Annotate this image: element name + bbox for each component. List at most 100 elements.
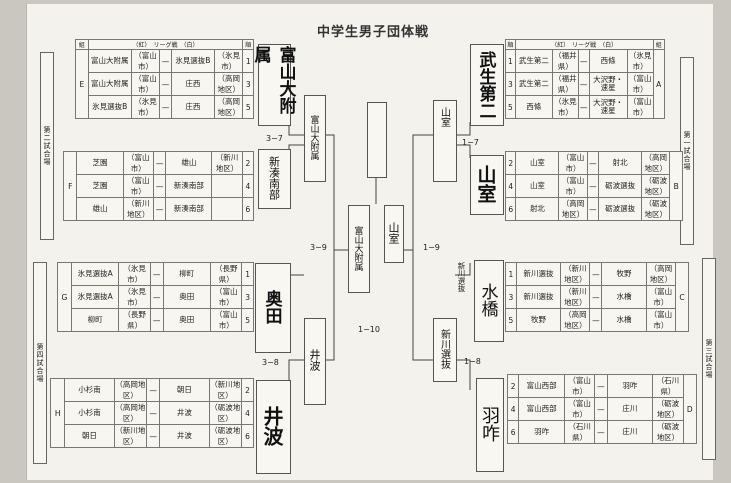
group-label: B: [669, 151, 683, 221]
match-order: 4: [241, 174, 255, 198]
team-red: 射北: [515, 197, 560, 221]
group-E-table: 組 （紅） リーグ戦 （白） 順 E 富山大附属 （富山市） — 氷見選抜B （…: [75, 39, 254, 119]
match-order: 2: [241, 151, 255, 175]
vs-dash: —: [589, 308, 603, 332]
team-red: 氷見選抜A: [70, 262, 120, 286]
winner-box-A: [470, 44, 504, 126]
team-white: 牧野: [601, 262, 647, 286]
team-white-pref: （新川地区）: [211, 151, 243, 175]
team-red: 朝日: [64, 424, 115, 448]
team-white-pref: （高岡地区）: [641, 151, 671, 175]
team-red: 武生第二: [514, 72, 554, 96]
match-order: 5: [242, 95, 254, 119]
quarter-box-ef: [304, 95, 326, 182]
team-white-pref: （砺波地区）: [652, 397, 684, 421]
team-white: 奥田: [162, 308, 212, 332]
quarter-box-ab: [433, 100, 457, 182]
vs-dash: —: [586, 151, 600, 175]
team-red-pref: （新川地区）: [113, 424, 148, 448]
match-order: 1: [505, 262, 517, 286]
match-order: 5: [241, 308, 254, 332]
vs-dash: —: [152, 174, 167, 198]
match-order: 1: [505, 49, 516, 73]
vs-dash: —: [152, 197, 167, 221]
team-red: 氷見選抜B: [87, 95, 132, 119]
team-white-pref: （砺波地区）: [208, 424, 242, 448]
vs-dash: —: [152, 151, 167, 175]
team-red-pref: （氷見市）: [118, 285, 151, 309]
semi-box-left: [348, 205, 370, 293]
team-red-pref: （富山市）: [122, 174, 154, 198]
vs-dash: —: [577, 72, 590, 96]
team-white-pref: （高岡地区）: [213, 95, 244, 119]
vs-dash: —: [159, 49, 172, 73]
team-red-pref: （富山市）: [564, 397, 596, 421]
team-red-pref: （高岡地区）: [560, 308, 591, 332]
winner-ab: 山室: [438, 107, 450, 127]
team-white-pref: （富山市）: [626, 72, 654, 96]
team-red: 富山西部: [518, 397, 566, 421]
match-order: 3: [505, 285, 517, 309]
winner-box-H: [256, 380, 291, 474]
group-header: 組: [652, 39, 665, 50]
winner-B: 山室: [474, 165, 497, 203]
team-red-pref: （長野県）: [118, 308, 151, 332]
group-H-table: H 小杉南 （高岡地区） — 朝日 （新川地区） 2 小杉南 （高岡地区） — …: [49, 378, 255, 448]
team-red-pref: （石川県）: [564, 420, 596, 444]
league-header: （紅） リーグ戦 （白）: [87, 39, 244, 50]
match-order: 2: [240, 378, 255, 402]
vs-dash: —: [149, 308, 164, 332]
vs-dash: —: [159, 72, 172, 96]
team-white-pref: （富山市）: [645, 308, 676, 332]
team-red-pref: （福井県）: [552, 49, 579, 73]
match-order: 2: [504, 151, 517, 175]
team-white-pref: （砺波地区）: [208, 401, 242, 425]
team-white-pref: （富山市）: [210, 285, 243, 309]
winner-H: 井波: [260, 406, 284, 446]
winner-box-D: [476, 378, 504, 472]
team-white-pref: [211, 174, 243, 198]
team-red-pref: （福井県）: [552, 72, 579, 96]
match-order: 6: [240, 424, 255, 448]
group-label: D: [682, 374, 698, 444]
vs-dash: —: [577, 95, 590, 119]
team-white-pref: （砺波地区）: [652, 420, 684, 444]
team-red-pref: （富山市）: [558, 174, 588, 198]
team-white-pref: （長野県）: [210, 262, 243, 286]
group-label: H: [49, 378, 66, 448]
team-red: 武生第二: [514, 49, 554, 73]
winner-box-G: [255, 263, 291, 353]
team-white: 雄山: [165, 151, 213, 175]
team-red-pref: （新川地区）: [560, 262, 591, 286]
match-order: 5: [505, 95, 516, 119]
team-red-pref: （氷見市）: [130, 95, 161, 119]
winner-box-B: [470, 155, 504, 215]
match-order: 4: [506, 397, 520, 421]
team-white-pref: （氷見市）: [626, 49, 654, 73]
vs-dash: —: [594, 397, 608, 421]
team-red: 羽咋: [518, 420, 566, 444]
quarter-box-gh: [304, 318, 326, 405]
team-white: 新湊南部: [165, 174, 213, 198]
team-white: 庄川: [606, 420, 654, 444]
team-red-pref: （高岡地区）: [113, 401, 148, 425]
team-red-pref: （氷見市）: [118, 262, 151, 286]
winner-ef: 富山大附属: [308, 114, 319, 160]
match-order: 6: [241, 197, 255, 221]
vs-dash: —: [586, 197, 600, 221]
match-order: 2: [506, 374, 520, 398]
team-white: 井波: [159, 401, 210, 425]
team-white-pref: （富山市）: [626, 95, 654, 119]
team-white-pref: （富山市）: [210, 308, 243, 332]
team-red: 富山大附属: [87, 72, 132, 96]
winner-C: 水橋: [477, 283, 498, 317]
page-title: 中学生男子団体戦: [316, 25, 429, 40]
winner-box-F: [258, 149, 291, 209]
winner-gh: 井波: [308, 349, 321, 371]
team-white: 庄川: [606, 397, 654, 421]
vs-dash: —: [146, 378, 161, 402]
group-A-table: 順 （紅） リーグ戦 （白） 組 1 武生第二 （福井県） — 西條 （氷見市）…: [505, 39, 665, 119]
winner-A: 武生第二: [475, 51, 496, 119]
vs-dash: —: [589, 285, 603, 309]
team-red: 山室: [515, 151, 560, 175]
